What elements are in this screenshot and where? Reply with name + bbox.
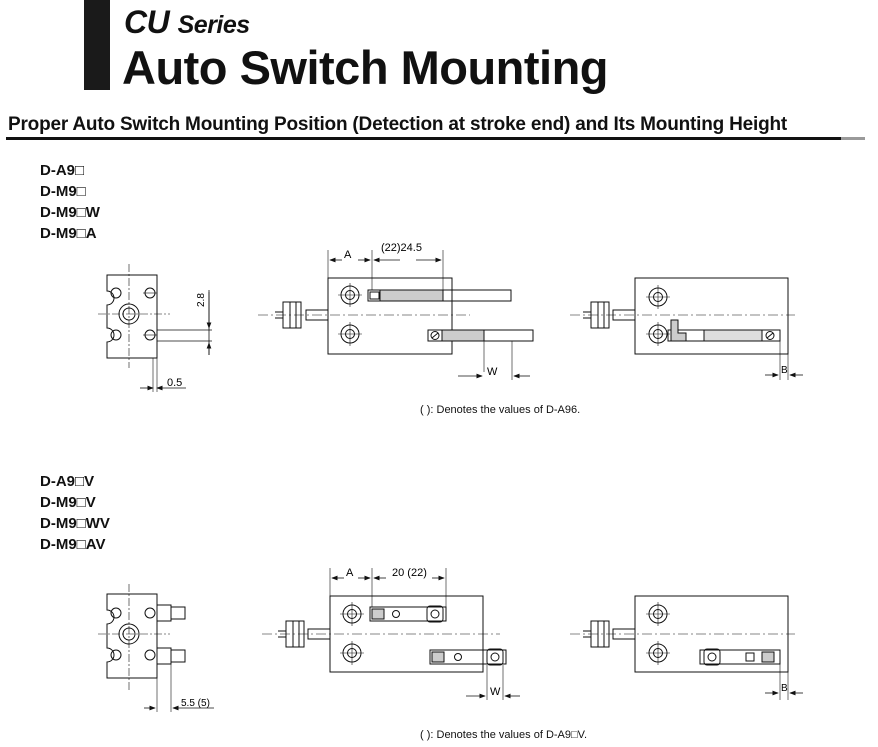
- page-title: Auto Switch Mounting: [122, 41, 609, 94]
- side-view-drawing-1: [258, 250, 534, 380]
- end-view-drawing-2: [98, 584, 214, 712]
- series-label: CU Series: [124, 4, 250, 40]
- model-code: D-M9□W: [40, 204, 100, 221]
- model-code: D-A9□: [40, 162, 85, 179]
- heading-rule: [6, 137, 841, 140]
- dim-a: A: [346, 567, 354, 579]
- dim-side: 5.5 (5): [181, 698, 210, 709]
- dim-b: B: [781, 365, 788, 376]
- model-code: D-M9□WV: [40, 515, 110, 532]
- model-code: D-A9□V: [40, 473, 95, 490]
- dim-side: 0.5: [167, 377, 182, 389]
- heading-rule-accent: [841, 137, 865, 140]
- dim-switch-length: 20 (22): [392, 567, 427, 579]
- dim-w: W: [487, 366, 498, 378]
- model-code: D-M9□A: [40, 225, 97, 242]
- dim-switch-length: (22)24.5: [381, 242, 422, 254]
- dim-b: B: [781, 683, 788, 694]
- dim-a: A: [344, 249, 352, 261]
- model-code: D-M9□AV: [40, 536, 106, 553]
- model-code: D-M9□V: [40, 494, 96, 511]
- footnote-1: ( ): Denotes the values of D-A96.: [420, 404, 581, 416]
- model-code: D-M9□: [40, 183, 86, 200]
- footnote-2: ( ): Denotes the values of D-A9□V.: [420, 729, 588, 741]
- dim-height: 2.8: [196, 293, 207, 307]
- side-view-drawing-1b: [570, 277, 803, 380]
- model-list-1: D-A9□ D-M9□ D-M9□W D-M9□A: [40, 160, 100, 244]
- side-view-drawing-2b: [570, 595, 803, 700]
- end-view-drawing-1: [98, 264, 212, 392]
- header-accent-bar: [84, 0, 110, 90]
- model-list-2: D-A9□V D-M9□V D-M9□WV D-M9□AV: [40, 471, 110, 555]
- dim-w: W: [490, 686, 501, 698]
- section-heading: Proper Auto Switch Mounting Position (De…: [8, 114, 788, 135]
- side-view-drawing-2: [262, 568, 520, 700]
